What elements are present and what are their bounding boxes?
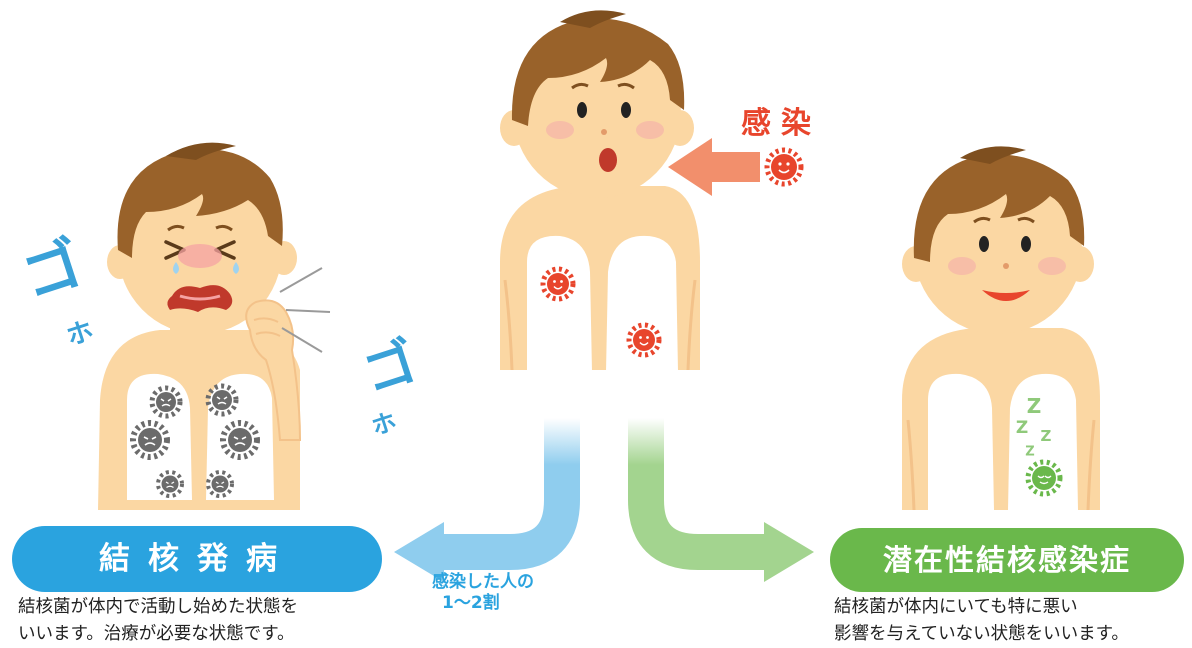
center-person-figure — [500, 10, 700, 372]
active-tb-description-line: いいます。治療が必要な状態です。 — [18, 624, 295, 644]
gray-germ-icon — [205, 383, 239, 417]
latent-tb-description-line: 結核菌が体内にいても特に悪い — [834, 597, 1078, 617]
svg-text:Z: Z — [1016, 418, 1028, 438]
cough-lines — [279, 267, 331, 353]
infection-label: 感染 — [741, 106, 821, 141]
right-person-figure — [902, 146, 1100, 511]
latent-tb-title: 潜在性結核感染症 — [830, 528, 1184, 592]
progression-ratio: 感染した人の 1～2割 — [432, 572, 534, 614]
cough-text-big: ゴ — [14, 229, 90, 312]
ratio-line-2: 1～2割 — [442, 593, 500, 613]
latent-tb-description-line: 影響を与えていない状態をいいます。 — [834, 624, 1129, 644]
infection-arrow — [668, 138, 760, 196]
red-germ-icon — [626, 322, 662, 358]
left-person-figure — [98, 142, 302, 510]
latent-tb-description: 結核菌が体内にいても特に悪い 影響を与えていない状態をいいます。 — [834, 594, 1129, 648]
arrow-to-latent-tb — [628, 418, 814, 582]
red-germ-icon — [764, 147, 804, 187]
active-tb-description: 結核菌が体内で活動し始めた状態を いいます。治療が必要な状態です。 — [18, 594, 298, 648]
ratio-line-1: 感染した人の — [432, 572, 534, 592]
gray-germ-icon — [206, 470, 234, 498]
gray-germ-icon — [149, 385, 183, 419]
cough-text-small: ホ — [63, 316, 97, 353]
red-germ-icon — [540, 266, 576, 302]
arrow-to-active-tb — [394, 418, 580, 582]
cough-text-small: ホ — [368, 407, 399, 441]
svg-text:Z: Z — [1025, 445, 1034, 460]
gray-germ-icon — [220, 420, 260, 460]
sleeping-green-germ-icon — [1025, 459, 1063, 497]
cough-text-big: ゴ — [356, 331, 424, 404]
active-tb-title: 結核発病 — [12, 526, 382, 592]
svg-text:Z: Z — [1027, 394, 1042, 418]
sleep-z-icon: Z Z Z Z — [1016, 394, 1052, 460]
svg-text:Z: Z — [1041, 427, 1052, 445]
gray-germ-icon — [156, 470, 184, 498]
active-tb-description-line: 結核菌が体内で活動し始めた状態を — [18, 597, 298, 617]
gray-germ-icon — [130, 420, 170, 460]
